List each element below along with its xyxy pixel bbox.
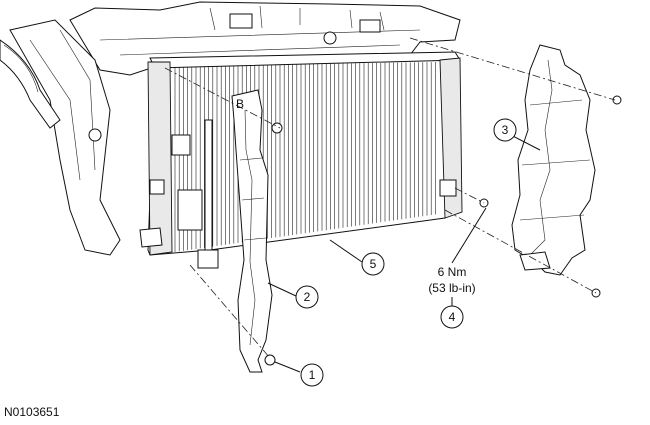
torque-lbin: (53 lb-in) xyxy=(428,281,475,295)
callout-1-label: 1 xyxy=(309,368,316,382)
callout-1: 1 xyxy=(300,363,324,387)
callout-2: 2 xyxy=(295,285,319,309)
callout-3-label: 3 xyxy=(502,123,509,137)
figure-id: N0103651 xyxy=(4,405,60,419)
callout-5: 5 xyxy=(361,252,385,276)
callout-3: 3 xyxy=(493,118,517,142)
callout-4: 4 xyxy=(440,305,464,329)
alignment-lines xyxy=(164,37,616,359)
radiator-support-structure xyxy=(0,1,461,256)
leader-lines xyxy=(267,131,541,373)
callout-5-label: 5 xyxy=(370,257,377,271)
callout-2-label: 2 xyxy=(304,290,311,304)
pushpin-upper-right xyxy=(612,95,622,105)
callout-4-label: 4 xyxy=(449,310,456,324)
pushpin-lower-left xyxy=(264,354,276,366)
torque-nm: 6 Nm xyxy=(438,265,467,279)
right-air-deflector xyxy=(511,44,596,276)
left-air-deflector: B xyxy=(231,89,273,373)
condenser-core xyxy=(139,51,463,269)
svg-text:B: B xyxy=(236,97,244,111)
pushpin-upper-left xyxy=(271,122,283,134)
